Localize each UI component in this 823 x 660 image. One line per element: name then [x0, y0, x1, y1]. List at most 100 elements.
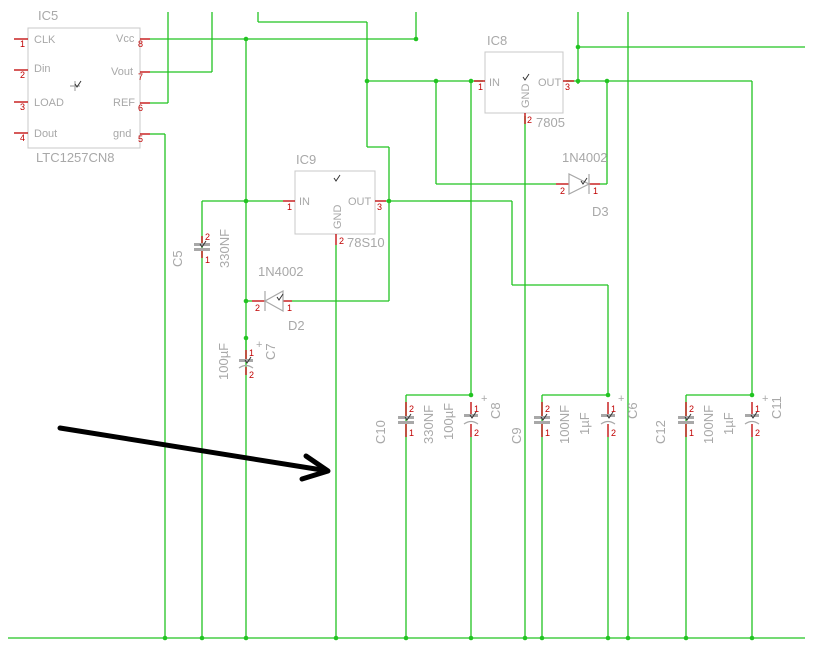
- junction-dot: [605, 635, 611, 641]
- junction-dot: [413, 36, 419, 42]
- cap-plate: [534, 416, 550, 419]
- c11-pin-num: 2: [755, 428, 760, 438]
- ic8-pin-num: 1: [478, 82, 483, 92]
- junction-dot: [386, 198, 392, 204]
- ic9-pin-num: 3: [377, 202, 382, 212]
- ic9-chip[interactable]: IC9 1 3 2 IN OUT GND 78S10: [283, 152, 386, 250]
- c8-pin-num: 1: [474, 404, 479, 414]
- ic8-body: [484, 51, 564, 114]
- c9-pin-num: 1: [545, 428, 550, 438]
- cap-plate: [398, 421, 414, 424]
- junction-dot: [333, 635, 339, 641]
- capacitor-c11[interactable]: 1 2 + C11 1µF: [721, 393, 784, 438]
- d2-part: 1N4002: [258, 264, 304, 279]
- junction-dot: [199, 635, 205, 641]
- ic9-name: IC9: [296, 152, 316, 167]
- ic5-pin-dout: Dout: [34, 128, 57, 140]
- c7-pin-num: 1: [249, 348, 254, 358]
- capacitor-c10[interactable]: 2 1 C10 330NF: [373, 402, 436, 444]
- c6-plus: +: [618, 393, 624, 405]
- junction-dot: [749, 635, 755, 641]
- junction-dot: [575, 78, 581, 84]
- c10-value: 330NF: [421, 405, 436, 444]
- d2-pin-num: 1: [287, 303, 292, 313]
- ic8-pin-num: 2: [527, 115, 532, 125]
- c8-plus: +: [481, 393, 487, 405]
- c5-pin-num: 1: [205, 255, 210, 265]
- checkmark-icon: [522, 73, 530, 81]
- c8-name: C8: [488, 402, 503, 419]
- ic5-pin-load: LOAD: [34, 97, 64, 109]
- checkmark-icon: [199, 240, 207, 248]
- cap-plate-curved: [600, 420, 616, 425]
- capacitor-c5[interactable]: 2 1 C5 330NF: [170, 229, 232, 268]
- arrow-shaft: [57, 425, 325, 473]
- capacitor-c6[interactable]: 1 2 + C6 1µF: [577, 393, 640, 438]
- junction-dot: [243, 635, 249, 641]
- capacitor-c12[interactable]: 2 1 C12 100NF: [653, 402, 716, 444]
- capacitor-c7[interactable]: 1 2 + C7 100µF: [216, 339, 278, 380]
- arrow-head-icon: [299, 453, 331, 482]
- c8-value: 100µF: [441, 403, 456, 440]
- junction-dot: [433, 78, 439, 84]
- c9-pin-num: 2: [545, 404, 550, 414]
- ic5-pin-num: 1: [20, 39, 25, 49]
- ic5-pin-num: 3: [20, 102, 25, 112]
- c6-pin-num: 1: [611, 404, 616, 414]
- junction-dot: [468, 78, 474, 84]
- c11-value: 1µF: [721, 412, 736, 435]
- checkmark-icon: [469, 411, 477, 419]
- ic9-part: 78S10: [347, 235, 385, 250]
- cap-plate: [534, 421, 550, 424]
- cap-plate: [464, 414, 478, 417]
- c6-name: C6: [625, 402, 640, 419]
- ic9-body: [294, 170, 376, 235]
- junction-dot: [539, 635, 545, 641]
- ic5-pin-ref: REF: [113, 97, 135, 109]
- ic8-name: IC8: [487, 33, 507, 48]
- ic5-pin-vout: Vout: [111, 66, 133, 78]
- capacitor-c8[interactable]: 1 2 + C8 100µF: [441, 393, 503, 440]
- capacitor-c9[interactable]: 2 1 C9 100NF: [509, 402, 572, 444]
- cap-plate: [678, 416, 694, 419]
- ic8-pin-out: OUT: [538, 77, 562, 89]
- diode-d3[interactable]: 1N4002 2 1 D3: [556, 150, 609, 219]
- junctions: [162, 36, 755, 641]
- junction-dot: [604, 78, 610, 84]
- ic9-pin-out: OUT: [348, 196, 372, 208]
- c7-pin-num: 2: [249, 370, 254, 380]
- c6-value: 1µF: [577, 412, 592, 435]
- cap-plate: [194, 248, 210, 251]
- c10-pin-num: 1: [409, 428, 414, 438]
- c11-name: C11: [769, 396, 784, 419]
- d2-name: D2: [288, 318, 305, 333]
- junction-dot: [243, 198, 249, 204]
- c12-pin-num: 2: [689, 404, 694, 414]
- c12-value: 100NF: [701, 405, 716, 444]
- c7-name: C7: [263, 343, 278, 360]
- annotation-arrow: [57, 425, 331, 482]
- diode-d2[interactable]: 1N4002 2 1 D2: [252, 264, 305, 333]
- junction-dot: [683, 635, 689, 641]
- c6-pin-num: 2: [611, 428, 616, 438]
- ic9-pin-in: IN: [299, 196, 310, 208]
- c9-name: C9: [509, 427, 524, 444]
- c11-pin-num: 1: [755, 404, 760, 414]
- c9-value: 100NF: [557, 405, 572, 444]
- d3-pin-num: 2: [560, 186, 565, 196]
- c10-name: C10: [373, 420, 388, 444]
- cap-plate: [745, 414, 759, 417]
- ic5-pin-num: 8: [138, 39, 143, 49]
- ic5-pin-num: 6: [138, 103, 143, 113]
- ic5-name: IC5: [38, 8, 58, 23]
- checkmark-icon: [540, 413, 548, 421]
- c7-plus: +: [256, 339, 262, 351]
- ic8-chip[interactable]: IC8 1 3 2 IN OUT GND 7805: [474, 33, 574, 130]
- ic9-pin-num: 2: [339, 236, 344, 246]
- ic9-pin-gnd: GND: [332, 205, 344, 230]
- junction-dot: [243, 36, 249, 42]
- ic8-pin-in: IN: [489, 77, 500, 89]
- ic5-pin-num: 4: [20, 133, 25, 143]
- ic5-chip[interactable]: IC5 1 2 3 4 8 7 6 5 CLK Din LOAD Dout Vc…: [14, 8, 150, 165]
